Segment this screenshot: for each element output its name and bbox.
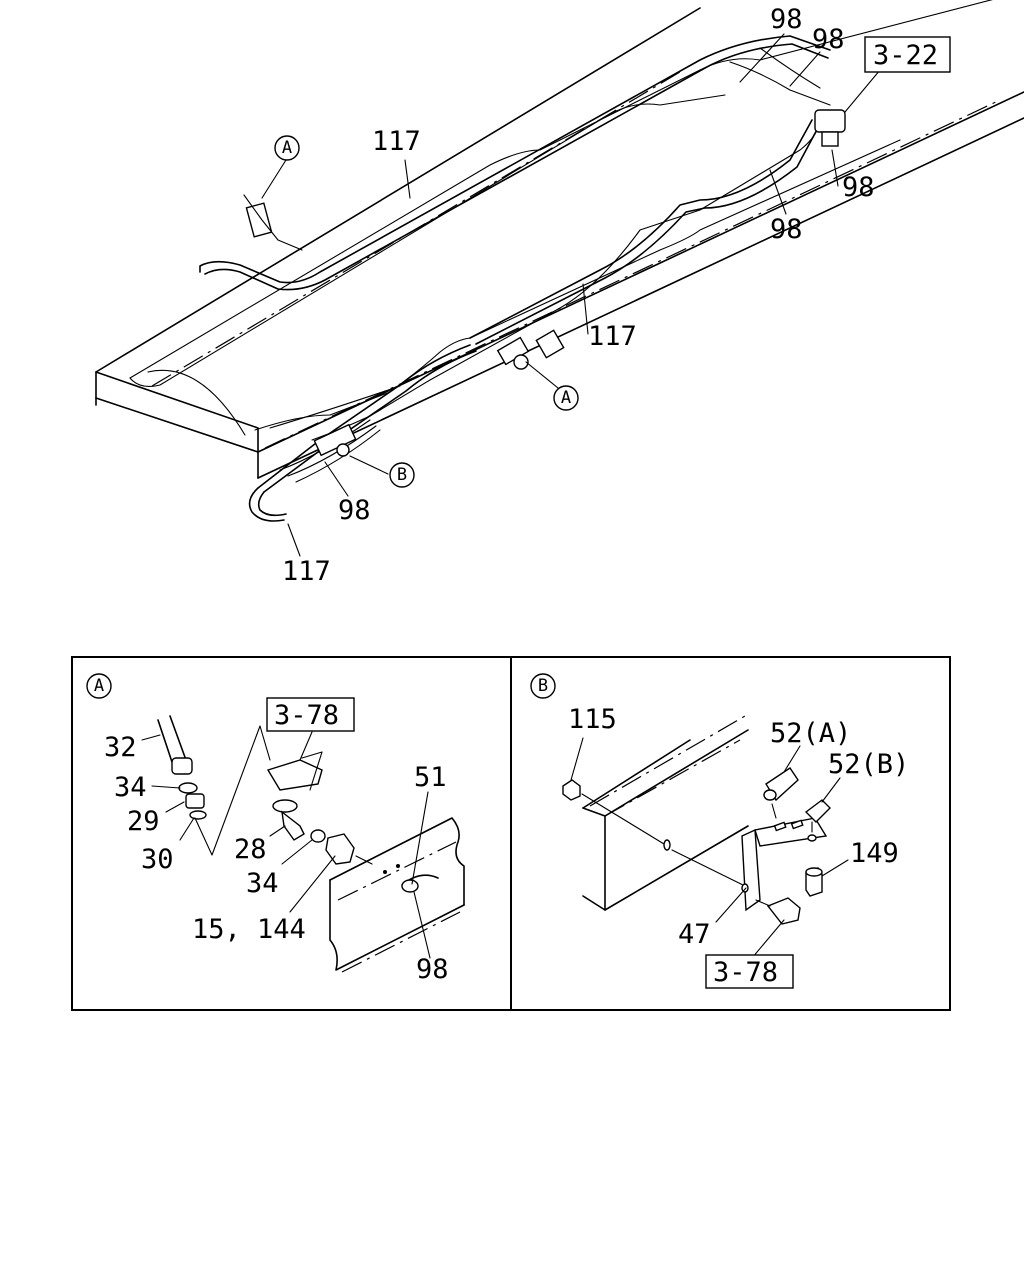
ref-box-3-22	[864, 36, 951, 73]
detail-b-label-115: 115	[568, 704, 617, 735]
detail-b-label-52b: 52(B)	[828, 749, 909, 780]
callout-a-lower	[553, 385, 579, 411]
detail-a-ref-3-78: 3-78	[274, 700, 339, 731]
callout-a-lower-label: A	[561, 388, 571, 408]
detail-a-label-34-b: 34	[246, 868, 279, 899]
label-98-top-b: 98	[812, 24, 845, 55]
detail-a-label-51: 51	[414, 762, 447, 793]
label-98-top-a: 98	[770, 4, 803, 35]
detail-b-ref-box-3-78	[705, 954, 794, 989]
label-98-lower: 98	[338, 495, 371, 526]
callout-a-upper	[274, 135, 300, 161]
fuel-pipe-98	[279, 47, 831, 483]
detail-b: B	[530, 673, 909, 989]
detail-b-title: B	[538, 676, 548, 696]
label-117-mid: 117	[588, 321, 637, 352]
frame-rail	[95, 0, 1024, 479]
label-98-right: 98	[842, 172, 875, 203]
leader-lines-main	[261, 33, 881, 557]
detail-a-label-29: 29	[127, 806, 160, 837]
detail-a-title: A	[94, 676, 104, 696]
callout-a-upper-label: A	[282, 138, 292, 158]
label-117-lower: 117	[282, 556, 331, 587]
ref-3-22-label: 3-22	[873, 40, 938, 71]
callout-b-label: B	[397, 465, 407, 485]
detail-b-ref-3-78: 3-78	[713, 957, 778, 988]
detail-b-label-149: 149	[850, 838, 899, 869]
detail-a-title-circle	[86, 673, 112, 699]
detail-b-label-52a: 52(A)	[770, 718, 851, 749]
detail-a-label-28: 28	[234, 834, 267, 865]
detail-a-label-32: 32	[104, 732, 137, 763]
label-117-upper: 117	[372, 126, 421, 157]
detail-a-label-30: 30	[141, 844, 174, 875]
callout-b	[389, 462, 415, 488]
detail-a-label-98: 98	[416, 954, 449, 985]
detail-b-title-circle	[530, 673, 556, 699]
detail-a-ref-box-3-78	[266, 697, 355, 732]
detail-a-label-15-144: 15, 144	[192, 914, 306, 945]
fuel-pipe-117	[199, 35, 831, 522]
connectors	[243, 109, 846, 457]
label-98-mid: 98	[770, 214, 803, 245]
detail-a-label-34-a: 34	[114, 772, 147, 803]
detail-a: A 3-78	[86, 673, 465, 985]
detail-b-label-47: 47	[678, 919, 711, 950]
